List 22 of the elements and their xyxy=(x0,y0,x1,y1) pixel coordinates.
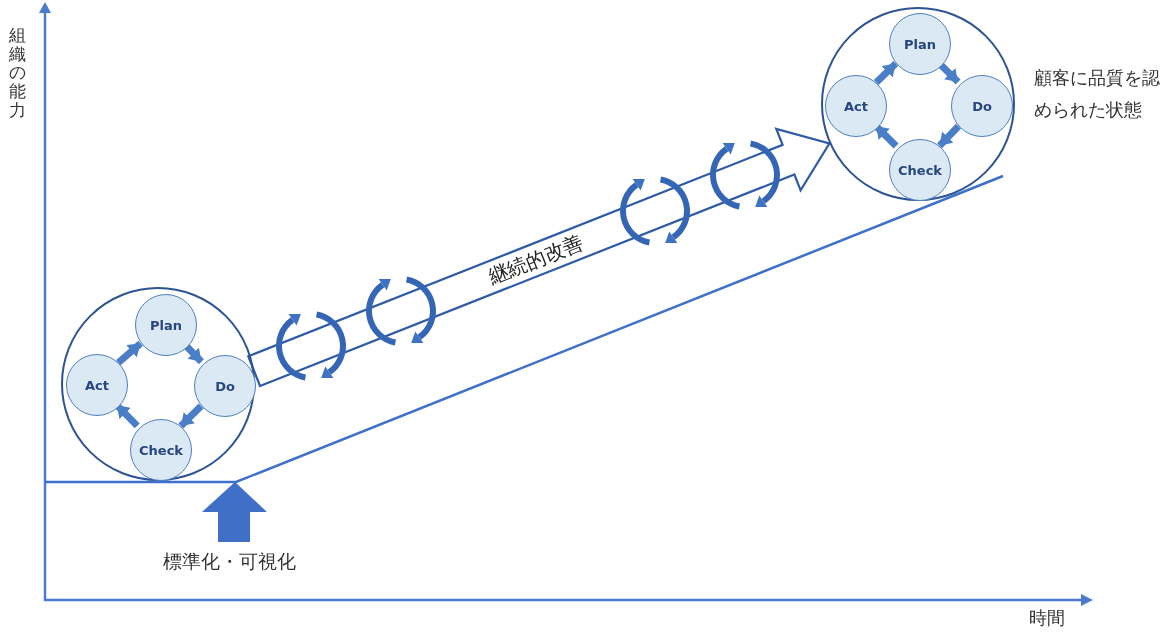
arrow xyxy=(873,61,899,85)
stage-circle: Plan xyxy=(889,13,951,75)
arrow xyxy=(116,340,143,366)
cycle-circle xyxy=(61,287,255,481)
stage-circle: Plan xyxy=(135,294,197,356)
stage-circle: Act xyxy=(66,354,128,416)
annotation-text: 標準化・可視化 xyxy=(163,549,296,574)
arrow xyxy=(937,61,961,85)
axis-label: 時間 xyxy=(1029,606,1065,630)
arrow xyxy=(937,123,961,149)
arrow xyxy=(114,402,140,429)
cycle-circle xyxy=(821,7,1015,201)
arrow xyxy=(178,403,204,429)
block-arrow xyxy=(246,127,832,388)
stage-circle: Do xyxy=(951,75,1013,137)
stage-circle: Act xyxy=(825,75,887,137)
stage-circle: Do xyxy=(194,355,256,417)
arrow xyxy=(873,123,899,149)
stage-circle: Check xyxy=(130,419,192,481)
axis-label: 組織の能力 xyxy=(9,26,26,120)
caption-text: 顧客に品質を認められた状態 xyxy=(1034,66,1161,122)
stage-circle: Check xyxy=(889,139,951,201)
